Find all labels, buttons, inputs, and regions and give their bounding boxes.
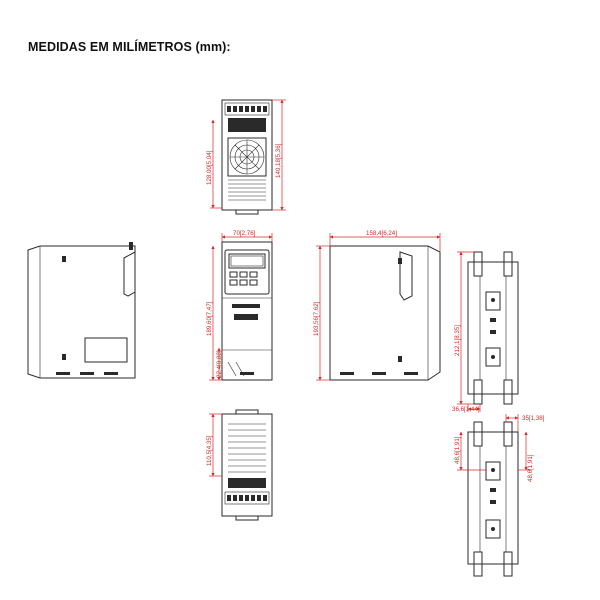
- front-view-dimensions: 70[2,76] 189,60[7,47] 22,4[0,88]: [206, 230, 273, 381]
- dim-front-bottom: 22,4[0,88]: [216, 350, 223, 378]
- top-view-dimensions: 128,00[5,04] 140,18[5,36]: [206, 99, 286, 211]
- bottom-view-dimensions: 110,5[4,35]: [206, 413, 222, 477]
- dim-right-depth: 158,4[6,24]: [366, 230, 397, 237]
- dim-mount-lower: 48,6[1,91]: [527, 454, 534, 482]
- dim-right-height: 193,56[7,62]: [313, 301, 320, 336]
- dim-front-width: 70[2,76]: [233, 230, 256, 237]
- dim-mount-offset-left: 36,6[1,44]: [452, 406, 480, 413]
- left-side-view: [27, 242, 136, 379]
- dim-mount-height: 212,1[8,35]: [454, 325, 461, 356]
- dim-mount-offset-right: 35[1,38]: [522, 415, 545, 422]
- dim-top-depth-b: 140,18[5,36]: [275, 143, 282, 178]
- mounting-view: [467, 251, 519, 405]
- lower-mounting-dimensions: 35[1,38] 48,6[1,91] 48,6[1,91]: [454, 414, 545, 482]
- right-side-view-dimensions: 158,4[6,24] 193,56[7,62]: [313, 230, 441, 381]
- page-title: MEDIDAS EM MILÍMETROS (mm):: [28, 40, 231, 54]
- bottom-view: [221, 409, 273, 521]
- mounting-view-dimensions: 212,1[8,35] 36,6[1,44]: [452, 251, 481, 413]
- lower-mounting-view: [467, 421, 519, 577]
- dim-mount-upper: 48,6[1,91]: [454, 436, 461, 464]
- dim-front-height: 189,60[7,47]: [206, 301, 213, 336]
- top-view: [221, 99, 273, 215]
- dim-top-depth-a: 128,00[5,04]: [206, 150, 213, 185]
- right-side-view: [329, 245, 441, 381]
- dim-bottom-depth: 110,5[4,35]: [206, 435, 213, 466]
- front-view: [221, 241, 273, 381]
